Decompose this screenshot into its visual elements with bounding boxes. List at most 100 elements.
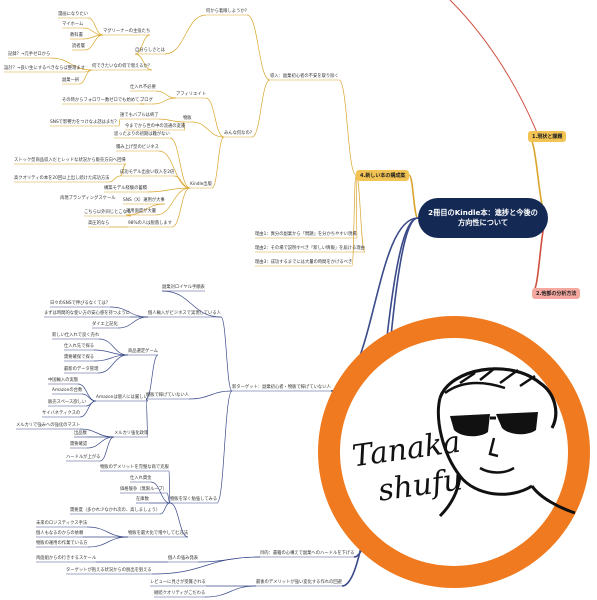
node-n53[interactable]: メルカリで強みへの強化のマスト	[16, 423, 81, 428]
node-n51[interactable]: 販売スペース欲しい	[48, 400, 87, 405]
node-n17[interactable]: 物販	[183, 116, 192, 121]
connector-n13-n14	[155, 90, 177, 99]
node-n31[interactable]: 運用面度が大量	[126, 209, 157, 214]
connector-n24-n34	[171, 187, 191, 228]
node-n55[interactable]: 出品数	[74, 431, 87, 436]
connector-n58-n46	[145, 354, 159, 400]
node-n36[interactable]: 理由2：その場で説明すべき「新しい情報」を届ける理由	[255, 246, 365, 251]
node-n47[interactable]: 最新のデータ管理	[64, 367, 99, 372]
node-n63[interactable]: 在庫数	[136, 497, 149, 502]
node-n64[interactable]: 需要度（多かれ少なかれ次の、高しましょう）	[70, 508, 161, 513]
node-n45[interactable]: 需要確保で探る	[64, 355, 95, 360]
connector-n26-n25	[119, 163, 127, 177]
node-n28[interactable]: 構築モデル経験の蓄積	[104, 186, 147, 191]
connector-n06-n05	[84, 34, 104, 51]
node-n37[interactable]: 理由3：成功するまでには大量の時間をかけるべき	[255, 260, 353, 265]
node-n57[interactable]: ハードルが上がる	[66, 455, 101, 460]
node-n34[interactable]: 98%の人は脱落します	[128, 221, 172, 226]
node-n24[interactable]: Kindle出版	[190, 182, 212, 187]
node-n61[interactable]: 仕入れ資金	[130, 476, 152, 481]
node-n73[interactable]: ターゲットが抱える状況からの脱出を狙える	[66, 568, 152, 573]
node-n65[interactable]: 物販を深く勉強してみる	[170, 497, 218, 502]
node-n42[interactable]: 個人輸入がビジネスで実現している人	[148, 311, 221, 316]
node-n21[interactable]: みんな何なの?	[224, 131, 253, 136]
node-n67[interactable]: 個人もなるのからの依頼	[36, 531, 84, 536]
node-n06[interactable]: マグリーナーの主役たち	[103, 29, 151, 34]
connector-n72-n73	[151, 556, 261, 575]
node-n54[interactable]: メルカリ強化政策	[114, 431, 149, 436]
connector-b4-n35	[355, 174, 358, 239]
node-n69[interactable]: 物販を最大化で増やしてむ方法	[128, 531, 189, 536]
node-n03[interactable]: マイホーム	[62, 22, 84, 27]
node-n29[interactable]: 再現ブランディングスケール	[60, 196, 116, 201]
node-n15[interactable]: ブログ	[140, 98, 153, 103]
node-n32[interactable]: こちら以外同じとこなる	[84, 210, 132, 215]
node-n50[interactable]: Amazonは個人には厳しい	[96, 395, 148, 400]
node-n35[interactable]: 理由1：異分の副業から「問題」を分かちやすい現場	[255, 232, 357, 237]
connector-central-b4	[408, 174, 419, 219]
node-n30[interactable]: SNS（X）運用が大事	[123, 198, 165, 203]
node-n48[interactable]: 中国輸入の実態	[48, 378, 79, 383]
node-n19[interactable]: SNSで影響力をつけなよ話はまだ？	[50, 120, 119, 125]
node-n26[interactable]: 成功モデル出会い収入を2倍	[120, 170, 175, 175]
node-n58[interactable]: 物販で稼げていない人	[146, 393, 189, 398]
node-n70[interactable]: 両面組からの行きするスケール	[36, 556, 97, 561]
node-n38[interactable]: 副業対ロイヤル手順表	[162, 285, 205, 290]
node-n02[interactable]: 漫画になりたい	[58, 12, 89, 17]
node-n40[interactable]: まずは時間的な使い方の安心感を持つように	[44, 311, 130, 316]
node-n33[interactable]: 高圧的なら	[88, 221, 110, 226]
node-n12[interactable]: 導入：副業初心者の不安を取り除く	[270, 74, 339, 79]
node-n49[interactable]: Amazonの台数	[52, 388, 83, 393]
node-n14[interactable]: 仕入れ不必要	[130, 85, 156, 90]
node-n07[interactable]: 自分らしさとは	[135, 48, 166, 53]
connector-n59-n42	[220, 316, 233, 392]
node-n76[interactable]: 継続クオリティがこだわる	[154, 591, 206, 596]
node-n08[interactable]: 記録？→元手ゼロから	[8, 52, 51, 57]
connector-n42-n41	[117, 316, 149, 329]
node-n44[interactable]: 仕入れ先で探る	[64, 344, 95, 349]
node-n01[interactable]: 何から着眼しようか?	[206, 9, 247, 14]
node-n05[interactable]: 読者層	[72, 44, 85, 49]
node-n60[interactable]: 物販のデメリットを完璧な商で克服	[100, 465, 169, 470]
node-n23[interactable]: 積み上げ型のビジネス	[116, 145, 159, 150]
node-n71[interactable]: 個人の強み発表	[168, 556, 199, 561]
central-topic[interactable]: 2冊目のKindle本：進捗と今後の方向性について	[418, 198, 548, 238]
node-n43[interactable]: 新しい仕入れで良く売れ	[52, 333, 100, 338]
node-n27[interactable]: 高クオリティの本を20回以上出し続けた成功方法	[14, 176, 110, 181]
connector-n12-n21	[251, 79, 271, 138]
node-n62[interactable]: 価格競争（無限ループ）	[120, 487, 168, 492]
connector-b4-n12	[338, 79, 357, 176]
connector-n46-n47	[97, 354, 129, 374]
branch-b1[interactable]: 1.現状と課題	[528, 131, 567, 142]
node-n75[interactable]: レビューに見さが受賞される	[150, 580, 206, 585]
node-n22[interactable]: 思ったよりの初期は難がない	[114, 132, 170, 137]
branch-b2[interactable]: 2.他部の分析方法	[532, 288, 581, 299]
node-n16[interactable]: その時からフォロワー数ゼロでも始めて…	[62, 98, 144, 103]
node-n56[interactable]: 需要確認	[70, 442, 88, 447]
connector-n31-n30	[125, 203, 166, 216]
node-n10[interactable]: 何できたいなの何で増えるか？	[92, 64, 153, 69]
node-n59[interactable]: 新ターゲット：副業初心者・物販で稼げていない人	[232, 385, 331, 390]
connector-n10-n08	[49, 57, 93, 71]
node-n39[interactable]: 日々のSNSで伸びるなくては？	[50, 301, 111, 306]
node-n09[interactable]: 設計？→良い生にするべきならば整理ます	[4, 66, 85, 71]
node-n74[interactable]: 最後のデメリットが強い変化する作れの回避	[256, 580, 342, 585]
connector-n21-n17	[191, 121, 225, 138]
node-n13[interactable]: アフィリエイト	[176, 92, 206, 97]
node-n46[interactable]: 商品選定ゲーム	[128, 349, 158, 354]
node-n52[interactable]: サイバネティクスの	[42, 411, 81, 416]
connector-n69-n68	[87, 536, 129, 548]
node-n18[interactable]: 誰でもバブルは終了	[120, 113, 159, 118]
node-n11[interactable]: 副業一択	[62, 78, 80, 83]
node-n04[interactable]: 教科書	[70, 33, 83, 38]
branch-b4[interactable]: 4.新しい本の構成案	[356, 170, 410, 181]
node-n68[interactable]: 物販の運用の作業でいる方	[36, 541, 88, 546]
node-n20[interactable]: 今までから世の中の流通の変遷	[125, 124, 186, 129]
node-n72[interactable]: 目的：書籍の心構えで副業へのハードルを下げる	[260, 551, 355, 556]
node-n66[interactable]: 未来のロジスティクス手法	[36, 521, 88, 526]
connector-n18-n19	[118, 118, 121, 127]
node-n41[interactable]: ダイエ上記化	[92, 322, 118, 327]
node-n25[interactable]: ストック型商品収入だとレッドな状況から販売方向へ回帰	[14, 158, 126, 163]
